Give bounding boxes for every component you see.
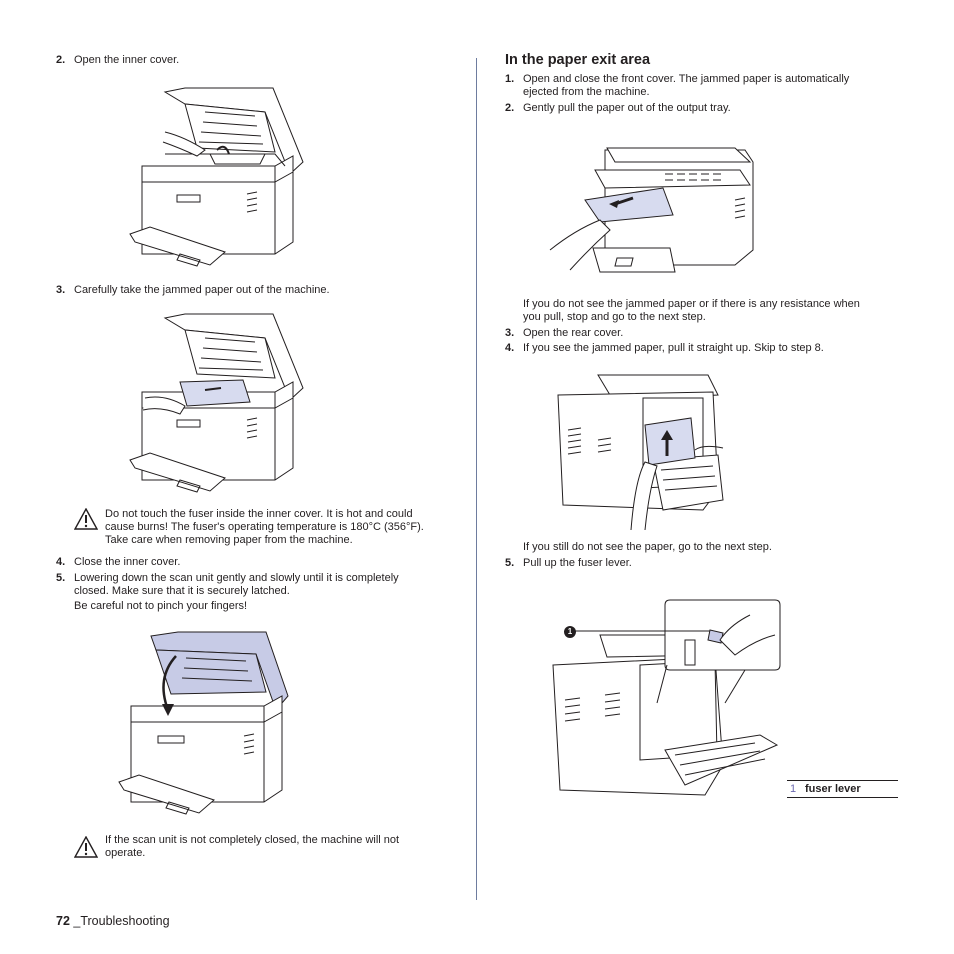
right-note-2: If you still do not see the paper, go to… (523, 541, 772, 553)
caution-text-1: Do not touch the fuser inside the inner … (105, 508, 450, 547)
figure-pull-paper-output-tray (545, 140, 760, 285)
left-step-4: 4. Close the inner cover. (56, 556, 456, 569)
legend-bottom-rule (787, 797, 898, 798)
figure-close-scan-unit (116, 628, 296, 818)
right-step-1: 1. Open and close the front cover. The j… (505, 73, 905, 99)
left-step-5: 5. Lowering down the scan unit gently an… (56, 572, 456, 613)
caution-icon (73, 835, 99, 861)
figure-fuser-lever (545, 595, 785, 800)
step-extra-note: Be careful not to pinch your fingers! (74, 600, 248, 612)
figure-open-inner-cover (125, 82, 305, 272)
step-text: If you see the jammed paper, pull it str… (523, 342, 824, 354)
note-line: you pull, stop and go to the next step. (523, 311, 706, 323)
step-number: 4. (56, 556, 66, 568)
step-text: Carefully take the jammed paper out of t… (74, 284, 330, 296)
right-step-4: 4. If you see the jammed paper, pull it … (505, 342, 905, 355)
step-number: 4. (505, 342, 515, 354)
step-number: 3. (505, 327, 515, 339)
step-text: Pull up the fuser lever. (523, 557, 632, 569)
step-number: 2. (56, 54, 66, 66)
step-text-line: Open and close the front cover. The jamm… (523, 73, 850, 85)
step-number: 5. (505, 557, 515, 569)
page-footer: 72 _Troubleshooting (56, 914, 170, 928)
caution-line: operate. (105, 847, 146, 859)
step-text-line: Lowering down the scan unit gently and s… (74, 572, 399, 584)
caution-line: If the scan unit is not completely close… (105, 834, 400, 846)
step-text-line: closed. Make sure that it is securely la… (74, 585, 290, 597)
legend-top-rule (787, 780, 898, 781)
section-heading: In the paper exit area (505, 52, 651, 68)
figure-rear-cover-paper (553, 370, 728, 530)
section-name: _Troubleshooting (73, 914, 170, 928)
callout-marker: 1 (564, 626, 576, 638)
caution-line: Do not touch the fuser inside the inner … (105, 508, 413, 520)
caution-text-2: If the scan unit is not completely close… (105, 834, 450, 860)
step-text: Open the rear cover. (523, 327, 624, 339)
caution-line: cause burns! The fuser's operating tempe… (105, 521, 424, 533)
right-step-5: 5. Pull up the fuser lever. (505, 557, 905, 570)
step-text: Close the inner cover. (74, 556, 181, 568)
caution-line: Take care when removing paper from the m… (105, 534, 353, 546)
right-step-3: 3. Open the rear cover. (505, 327, 905, 340)
step-number: 3. (56, 284, 66, 296)
step-number: 2. (505, 102, 515, 114)
step-text-line: ejected from the machine. (523, 86, 650, 98)
figure-remove-jammed-paper (125, 310, 305, 495)
legend-label: fuser lever (805, 783, 861, 795)
step-number: 1. (505, 73, 515, 85)
right-step-2: 2. Gently pull the paper out of the outp… (505, 102, 905, 115)
step-number: 5. (56, 572, 66, 584)
left-step-3: 3. Carefully take the jammed paper out o… (56, 284, 456, 297)
note-line: If you do not see the jammed paper or if… (523, 298, 860, 310)
step-text: Open the inner cover. (74, 54, 180, 66)
callout-number: 1 (567, 627, 573, 636)
left-step-2: 2. Open the inner cover. (56, 54, 456, 67)
right-note-1: If you do not see the jammed paper or if… (523, 298, 903, 324)
page-number: 72 (56, 914, 70, 928)
column-divider (476, 58, 477, 900)
step-text: Gently pull the paper out of the output … (523, 102, 731, 114)
legend-number: 1 (790, 783, 797, 795)
caution-icon (73, 507, 99, 533)
